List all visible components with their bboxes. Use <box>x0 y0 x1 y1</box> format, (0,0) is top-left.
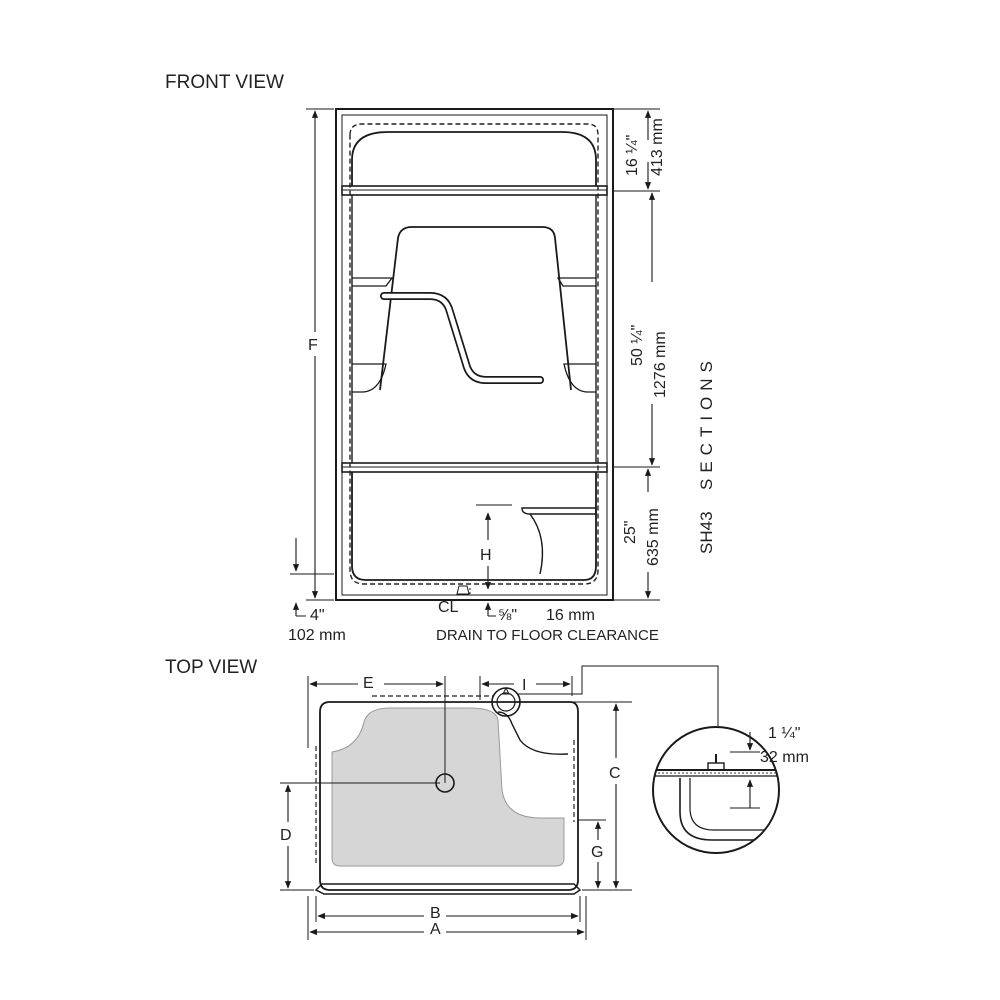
dimension-i: I <box>479 676 573 700</box>
detail-mm: 32 mm <box>760 749 809 766</box>
drain-in: ⅝" <box>498 607 517 624</box>
top-view-unit <box>314 686 582 895</box>
dim-mid-in: 50 ¼" <box>629 325 646 366</box>
side-label: SH43 SECTIONS <box>697 355 716 554</box>
dim-bot-in: 25" <box>622 521 639 544</box>
model-number: SH43 <box>697 511 716 554</box>
dimension-c: C <box>520 701 632 891</box>
label-a: A <box>430 921 441 938</box>
detail-in: 1 ¼" <box>768 725 800 742</box>
drain-caption: DRAIN TO FLOOR CLEARANCE <box>436 627 659 644</box>
drain-clearance: CL ⅝" 16 mm DRAIN TO FLOOR CLEARANCE <box>436 599 659 644</box>
dimension-g: G <box>578 819 606 889</box>
sections-label: SECTIONS <box>697 355 716 490</box>
label-g: G <box>591 844 603 861</box>
label-h: H <box>480 547 492 564</box>
detail-callout <box>518 665 719 726</box>
dimension-h: H <box>476 504 512 590</box>
detail-magnified: 1 ¼" 32 mm <box>652 725 809 854</box>
label-d: D <box>280 827 292 844</box>
label-i: I <box>522 677 526 694</box>
centerline-label: CL <box>438 599 459 616</box>
drain-mm: 16 mm <box>546 607 595 624</box>
dim-mid-mm: 1276 mm <box>652 331 669 398</box>
dim-top-mm: 413 mm <box>649 118 666 176</box>
dimension-d: D <box>280 782 440 891</box>
dim-base-mm: 102 mm <box>288 627 346 644</box>
label-b: B <box>430 905 441 922</box>
dim-top-in: 16 ¼" <box>624 135 641 176</box>
dim-bot-mm: 635 mm <box>645 508 662 566</box>
label-c: C <box>609 765 621 782</box>
dimension-a: A <box>307 896 587 940</box>
top-view-title: TOP VIEW <box>165 657 257 678</box>
front-view-title: FRONT VIEW <box>165 72 284 93</box>
label-f: F <box>308 337 318 354</box>
front-view-unit <box>335 108 614 601</box>
dimension-b: B <box>315 896 581 922</box>
dimension-base: 4" 102 mm <box>288 538 346 644</box>
right-dimensions: 16 ¼" 413 mm 50 ¼" 1276 mm 25" 635 mm <box>614 108 669 601</box>
dim-base-in: 4" <box>310 607 325 624</box>
dimension-f: F <box>306 108 334 601</box>
dimension-e: E <box>307 675 446 783</box>
label-e: E <box>363 675 374 692</box>
